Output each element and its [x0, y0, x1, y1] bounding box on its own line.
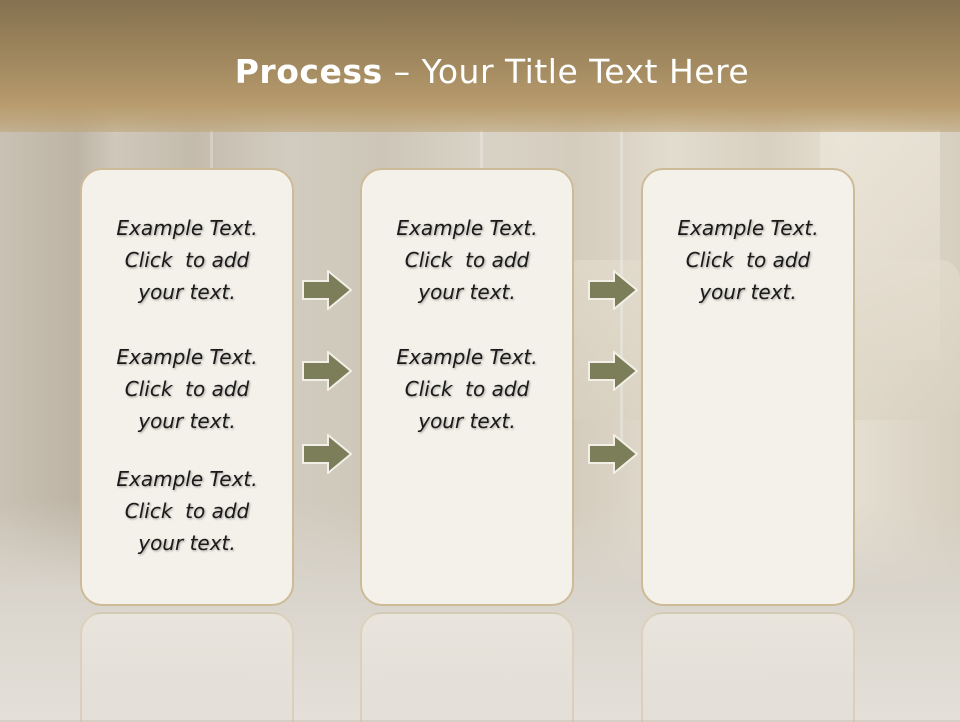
- text-line: Example Text.: [396, 345, 538, 369]
- process-step-1-panel[interactable]: Example Text. Click to add your text. Ex…: [80, 168, 294, 606]
- right-arrow-icon: [302, 351, 352, 391]
- right-arrow-icon: [302, 434, 352, 474]
- text-line: your text.: [138, 531, 236, 555]
- panel-reflection: [80, 612, 294, 722]
- right-arrow-icon: [302, 270, 352, 310]
- text-line: Click to add: [685, 248, 811, 272]
- panel-reflection: [641, 612, 855, 722]
- title-bar: [0, 0, 960, 132]
- step-3-text-1[interactable]: Example Text. Click to add your text.: [643, 212, 853, 308]
- text-line: Click to add: [404, 377, 530, 401]
- title-rest: – Your Title Text Here: [382, 52, 750, 91]
- title-bold: Process: [234, 52, 383, 91]
- text-line: Example Text.: [116, 345, 258, 369]
- text-line: your text.: [699, 280, 797, 304]
- text-line: Example Text.: [396, 216, 538, 240]
- step-2-text-1[interactable]: Example Text. Click to add your text.: [362, 212, 572, 308]
- text-line: Click to add: [404, 248, 530, 272]
- text-line: your text.: [418, 280, 516, 304]
- right-arrow-icon: [588, 270, 638, 310]
- slide-title[interactable]: Process – Your Title Text Here: [0, 52, 960, 91]
- step-1-text-3[interactable]: Example Text. Click to add your text.: [82, 463, 292, 559]
- process-step-2-panel[interactable]: Example Text. Click to add your text. Ex…: [360, 168, 574, 606]
- text-line: Click to add: [124, 377, 250, 401]
- text-line: Click to add: [124, 499, 250, 523]
- text-line: your text.: [138, 280, 236, 304]
- text-line: your text.: [138, 409, 236, 433]
- step-1-text-1[interactable]: Example Text. Click to add your text.: [82, 212, 292, 308]
- panel-reflection: [360, 612, 574, 722]
- text-line: Example Text.: [116, 216, 258, 240]
- process-step-3-panel[interactable]: Example Text. Click to add your text.: [641, 168, 855, 606]
- text-line: Example Text.: [677, 216, 819, 240]
- step-1-text-2[interactable]: Example Text. Click to add your text.: [82, 341, 292, 437]
- text-line: Example Text.: [116, 467, 258, 491]
- right-arrow-icon: [588, 434, 638, 474]
- text-line: your text.: [418, 409, 516, 433]
- right-arrow-icon: [588, 351, 638, 391]
- text-line: Click to add: [124, 248, 250, 272]
- step-2-text-2[interactable]: Example Text. Click to add your text.: [362, 341, 572, 437]
